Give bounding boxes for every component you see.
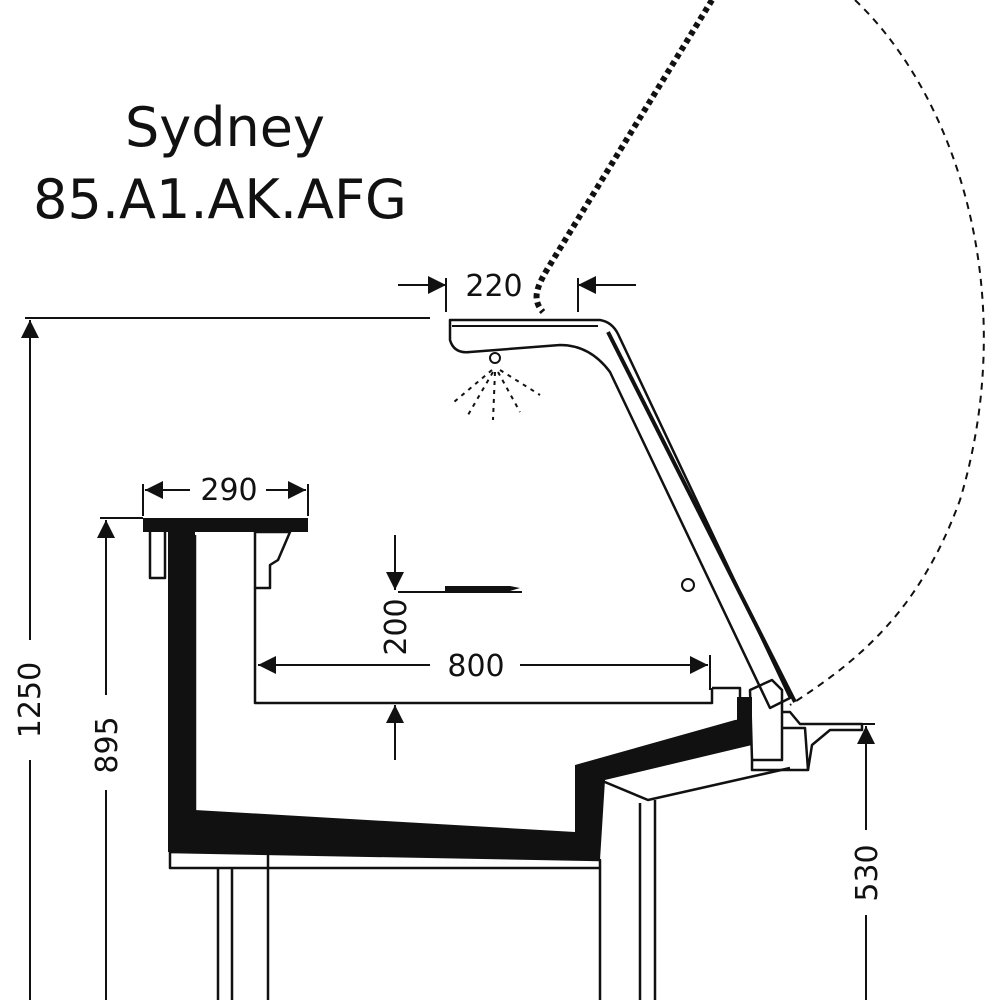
dim-200-label: 200: [379, 598, 414, 655]
canopy-profile: [448, 318, 792, 710]
lamp-icon: [489, 352, 501, 364]
dim-530-label: 530: [850, 844, 885, 901]
rear-bracket-right: [253, 530, 292, 590]
deck-front-step: [712, 686, 742, 697]
model-code: 85.A1.AK.AFG: [33, 168, 407, 231]
front-glass: [606, 331, 797, 703]
front-panel: [599, 766, 791, 1000]
light-rays: [453, 369, 541, 421]
glass-frame-bottom: [748, 678, 784, 762]
dim-895-label: 895: [90, 716, 125, 773]
dim-220-label: 220: [465, 269, 522, 304]
front-rail: [782, 710, 864, 771]
dim-1250-label: 1250: [13, 662, 48, 738]
rear-worktop: [143, 518, 308, 532]
front-insulation: [737, 697, 752, 727]
insulated-tub: [168, 532, 752, 860]
dim-290-label: 290: [200, 473, 257, 508]
open-glass-dotted-line: [533, 0, 715, 315]
door-swing-arc: [789, 0, 985, 706]
base-legs: [216, 855, 602, 1000]
right-support: [750, 726, 810, 772]
model-name: Sydney: [125, 96, 325, 159]
dim-800-label: 800: [447, 649, 504, 684]
shelf-item: [445, 586, 520, 591]
display-deck: [253, 588, 714, 705]
glass-hinge-icon: [681, 578, 695, 592]
rear-bracket-left: [148, 532, 167, 580]
